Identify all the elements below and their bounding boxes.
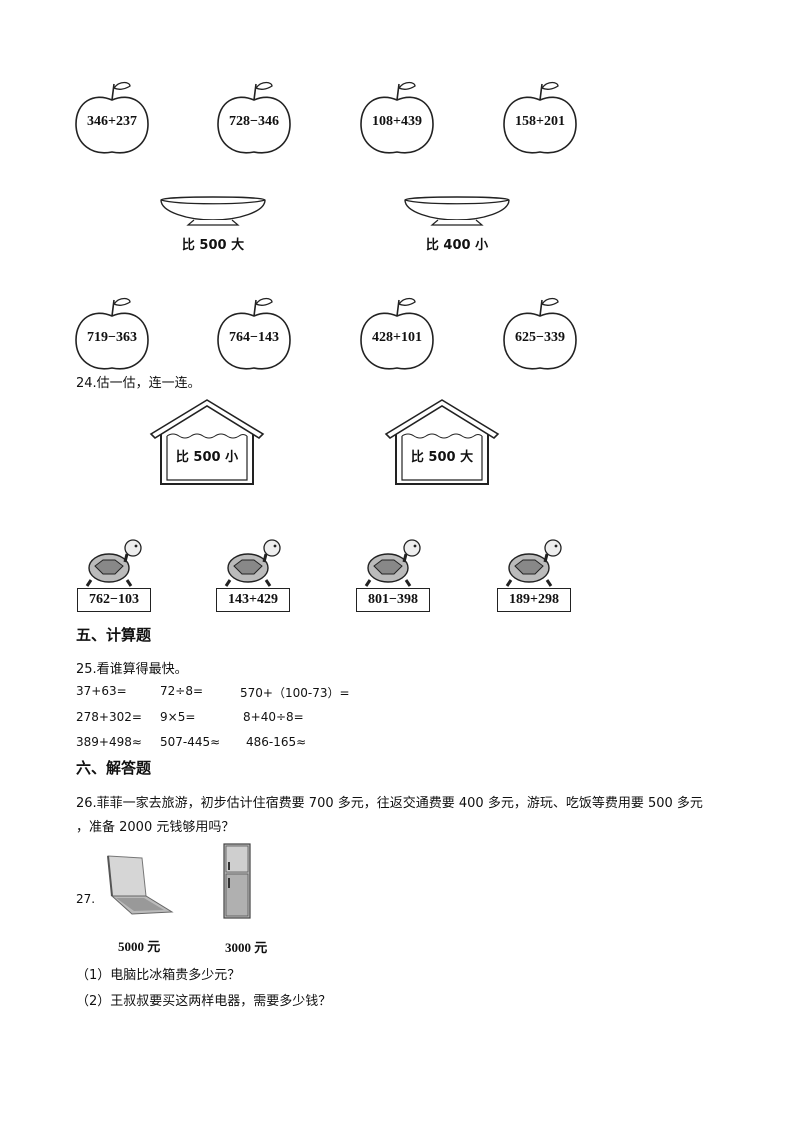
plate-icon <box>160 196 266 226</box>
plate-label: 比 400 小 <box>425 238 489 253</box>
question-24: 24.估一估，连一连。 <box>76 376 201 391</box>
plate-1: 比 500 大 <box>158 194 268 264</box>
apple-icon <box>75 81 149 154</box>
calc-item: 72÷8= <box>160 684 204 698</box>
apple-icon <box>503 297 577 370</box>
question-27-number: 27. <box>76 892 96 906</box>
house-icon <box>149 399 265 485</box>
calc-item: 570+（100-73）= <box>240 686 350 700</box>
laptop-price: 5000 元 <box>118 939 161 954</box>
apple-icon <box>217 81 291 154</box>
section-6-heading: 六、解答题 <box>76 759 152 777</box>
calc-item: 8+40÷8= <box>243 710 304 724</box>
apple-7: 428+101 <box>359 294 435 374</box>
apple-8: 625−339 <box>502 294 578 374</box>
turtle-expression: 801−398 <box>356 588 430 612</box>
apple-1: 346+237 <box>74 78 150 158</box>
house-1: 比 500 小 <box>149 396 265 486</box>
house-label: 比 500 大 <box>410 450 474 465</box>
question-27-sub-1: （1）电脑比冰箱贵多少元？ <box>76 968 241 983</box>
turtle-expression: 143+429 <box>216 588 290 612</box>
turtle-2: 143+429 <box>216 536 294 618</box>
apple-icon <box>360 297 434 370</box>
apple-4: 158+201 <box>502 78 578 158</box>
apple-expression: 428+101 <box>372 330 422 345</box>
house-2: 比 500 大 <box>384 396 500 486</box>
apple-expression: 108+439 <box>372 114 422 129</box>
calc-item: 278+302= <box>76 710 142 724</box>
apple-icon <box>217 297 291 370</box>
apple-3: 108+439 <box>359 78 435 158</box>
apple-expression: 346+237 <box>87 114 137 129</box>
apple-6: 764−143 <box>216 294 292 374</box>
turtle-1: 762−103 <box>77 536 155 618</box>
turtle-3: 801−398 <box>356 536 434 618</box>
apple-2: 728−346 <box>216 78 292 158</box>
question-26-line-2: ，准备 2000 元钱够用吗？ <box>76 820 235 835</box>
house-label: 比 500 小 <box>175 450 239 465</box>
fridge-price: 3000 元 <box>225 940 268 955</box>
calc-item: 9×5= <box>160 710 196 724</box>
fridge-icon <box>223 843 251 919</box>
calc-item: 507-445≈ <box>160 735 221 749</box>
turtle-icon <box>364 539 421 587</box>
apple-expression: 719−363 <box>87 330 137 345</box>
laptop-icon <box>107 855 174 915</box>
apple-expression: 158+201 <box>515 114 565 129</box>
plate-label: 比 500 大 <box>181 238 245 253</box>
turtle-expression: 189+298 <box>497 588 571 612</box>
apple-icon <box>503 81 577 154</box>
calc-item: 37+63= <box>76 684 127 698</box>
section-5-heading: 五、计算题 <box>76 626 152 644</box>
turtle-icon <box>505 539 562 587</box>
plate-icon <box>404 196 510 226</box>
plate-2: 比 400 小 <box>402 194 512 264</box>
apple-5: 719−363 <box>74 294 150 374</box>
turtle-icon <box>224 539 281 587</box>
calc-item: 389+498≈ <box>76 735 142 749</box>
calc-item: 486-165≈ <box>246 735 307 749</box>
apple-icon <box>360 81 434 154</box>
apple-expression: 764−143 <box>229 330 279 345</box>
apple-icon <box>75 297 149 370</box>
turtle-expression: 762−103 <box>77 588 151 612</box>
question-25: 25.看谁算得最快。 <box>76 662 188 677</box>
turtle-icon <box>85 539 142 587</box>
turtle-4: 189+298 <box>497 536 575 618</box>
question-26-line-1: 26.菲菲一家去旅游，初步估计住宿费要 700 多元，往返交通费要 400 多元… <box>76 796 703 811</box>
apple-expression: 728−346 <box>229 114 279 129</box>
question-27-sub-2: （2）王叔叔要买这两样电器，需要多少钱？ <box>76 994 332 1009</box>
apple-expression: 625−339 <box>515 330 565 345</box>
house-icon <box>384 399 500 485</box>
